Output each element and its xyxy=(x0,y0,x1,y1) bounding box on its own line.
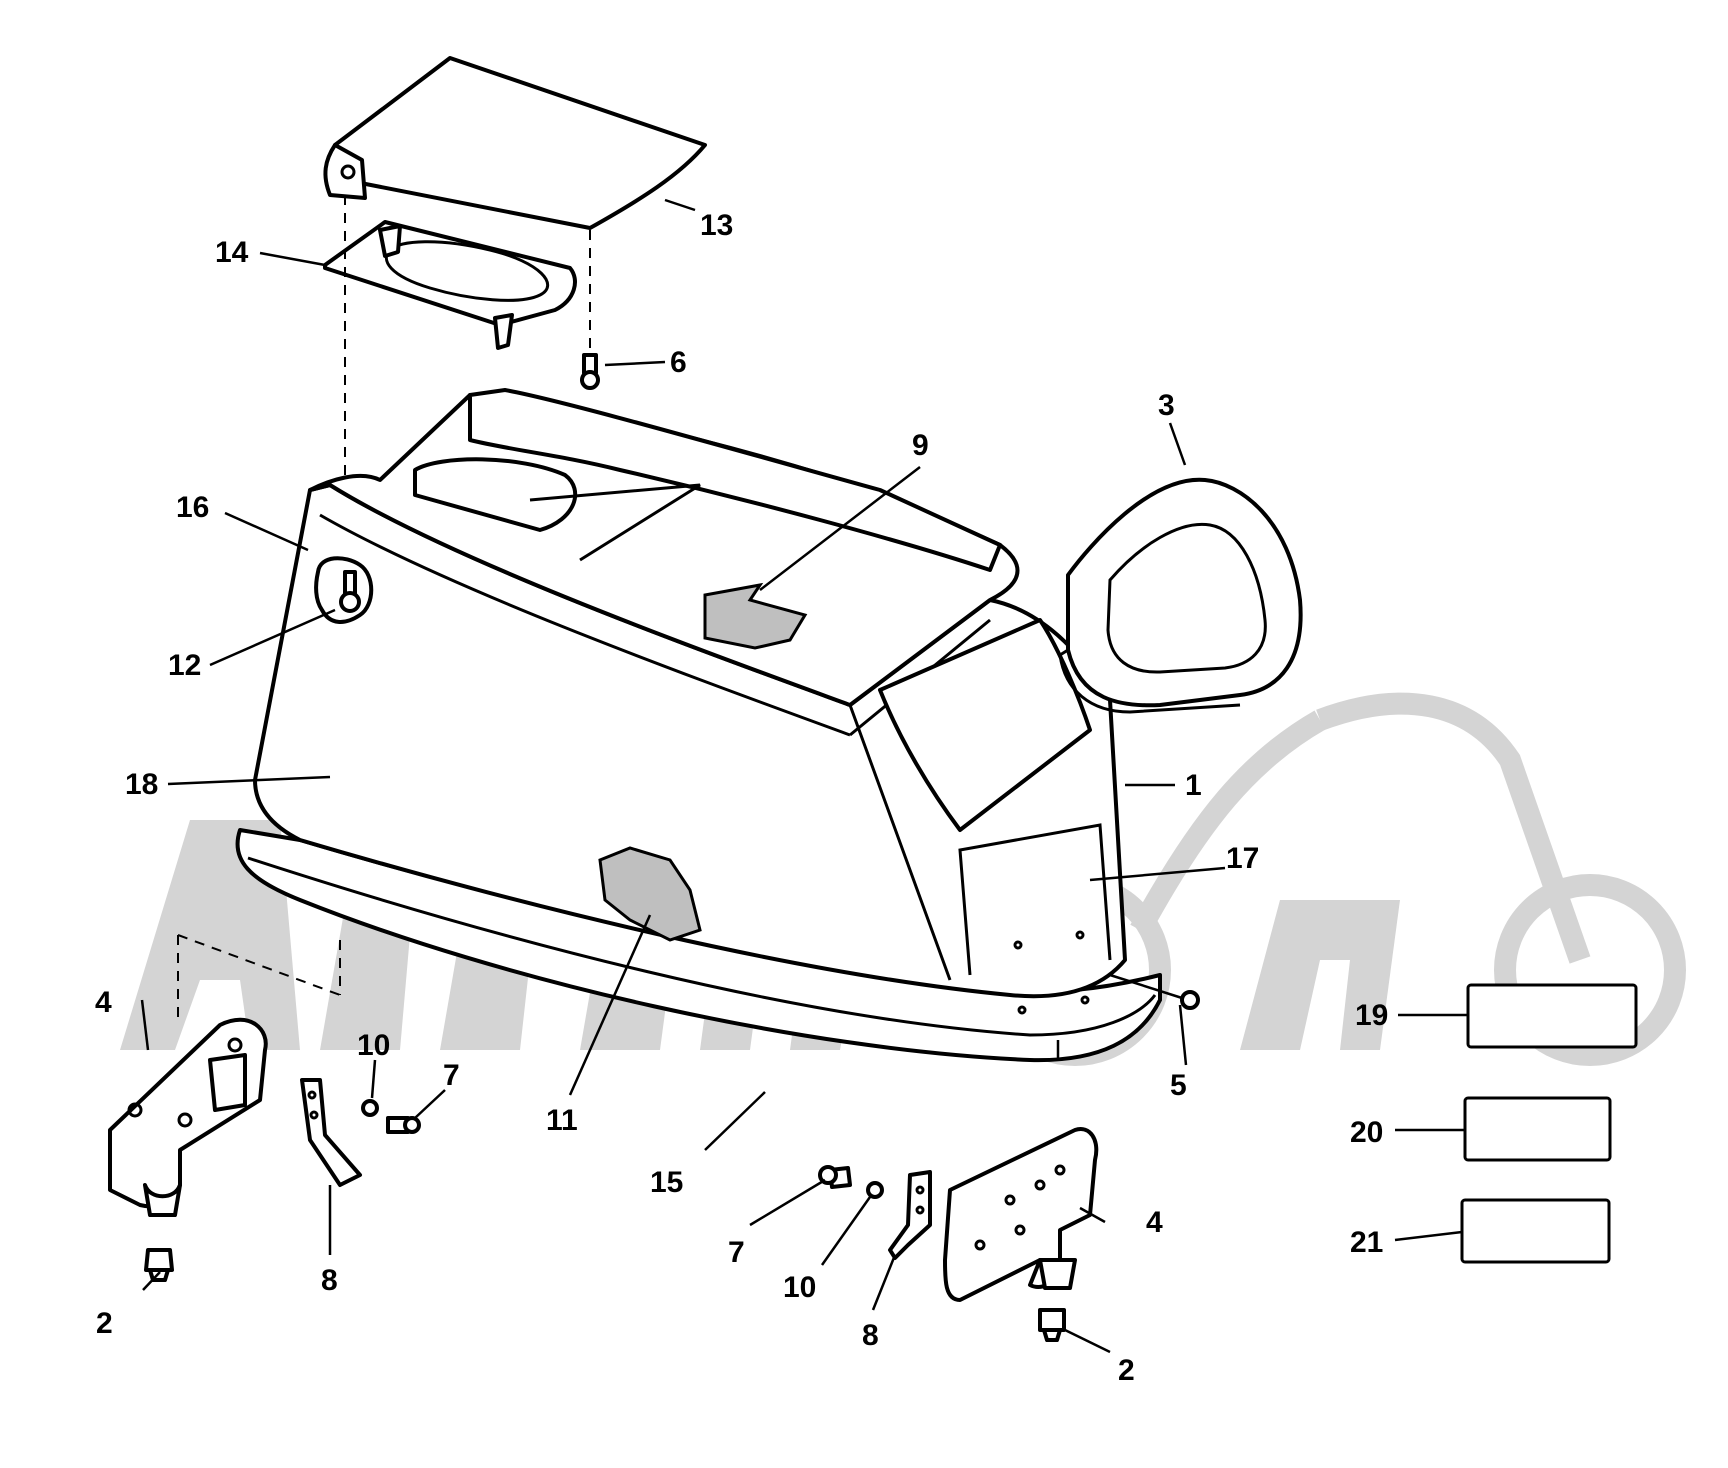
callout-labels: 1 2 2 3 4 4 5 6 7 7 8 8 9 10 10 11 12 13… xyxy=(95,209,1388,1387)
callout-12: 12 xyxy=(168,649,201,682)
part-21-decal-box xyxy=(1460,1198,1611,1264)
part-7-bolt-right xyxy=(818,1165,852,1189)
callout-9: 9 xyxy=(912,429,929,462)
callout-11: 11 xyxy=(546,1104,578,1137)
callout-leaders xyxy=(140,198,1468,1354)
part-12-knob xyxy=(314,556,374,624)
part-10-washer-right xyxy=(866,1181,884,1199)
callout-4-right: 4 xyxy=(1146,1206,1163,1239)
part-2-grommet-right xyxy=(1038,1308,1066,1342)
callout-4-left: 4 xyxy=(95,986,112,1019)
callout-16: 16 xyxy=(176,491,209,524)
part-11-foam-pad xyxy=(598,846,702,942)
callout-18: 18 xyxy=(125,768,158,801)
callout-2-right: 2 xyxy=(1118,1354,1135,1387)
part-7-bolt-left xyxy=(386,1116,421,1134)
callout-10-right: 10 xyxy=(783,1271,816,1304)
callout-20: 20 xyxy=(1350,1116,1383,1149)
callout-3: 3 xyxy=(1158,389,1175,422)
callout-14: 14 xyxy=(215,236,249,269)
part-10-washer-left xyxy=(361,1099,379,1117)
callout-15: 15 xyxy=(650,1166,683,1199)
part-20-decal-box xyxy=(1463,1096,1612,1162)
callout-13: 13 xyxy=(700,209,733,242)
callout-8-right: 8 xyxy=(862,1319,879,1352)
callout-8-left: 8 xyxy=(321,1264,338,1297)
callout-7-right: 7 xyxy=(728,1236,745,1269)
part-5-screw xyxy=(1109,973,1200,1010)
part-4-bracket-right xyxy=(943,1127,1099,1302)
part-6-screw xyxy=(580,353,600,390)
callout-6: 6 xyxy=(670,346,687,379)
part-9-foam-pad xyxy=(703,582,808,650)
part-4-bracket-left xyxy=(108,1017,268,1217)
part-8-clip-left xyxy=(300,1078,362,1187)
part-19-decal-box xyxy=(1466,983,1638,1049)
callout-21: 21 xyxy=(1350,1226,1383,1259)
part-14-frame-ring xyxy=(323,220,577,350)
callout-17: 17 xyxy=(1226,842,1259,875)
assembly-guide-lines xyxy=(177,195,591,1020)
part-3-window-seal xyxy=(1058,477,1303,714)
part-2-grommet-left xyxy=(144,1248,174,1282)
callout-2-left: 2 xyxy=(96,1307,113,1340)
callout-10-left: 10 xyxy=(357,1029,390,1062)
part-8-clip-right xyxy=(888,1170,932,1260)
part-13-top-cover xyxy=(323,56,707,230)
callout-19: 19 xyxy=(1355,999,1388,1032)
callout-5: 5 xyxy=(1170,1069,1187,1102)
callout-1: 1 xyxy=(1185,769,1202,802)
part-1-engine-cowling xyxy=(235,388,1162,1063)
callout-7-left: 7 xyxy=(443,1059,460,1092)
